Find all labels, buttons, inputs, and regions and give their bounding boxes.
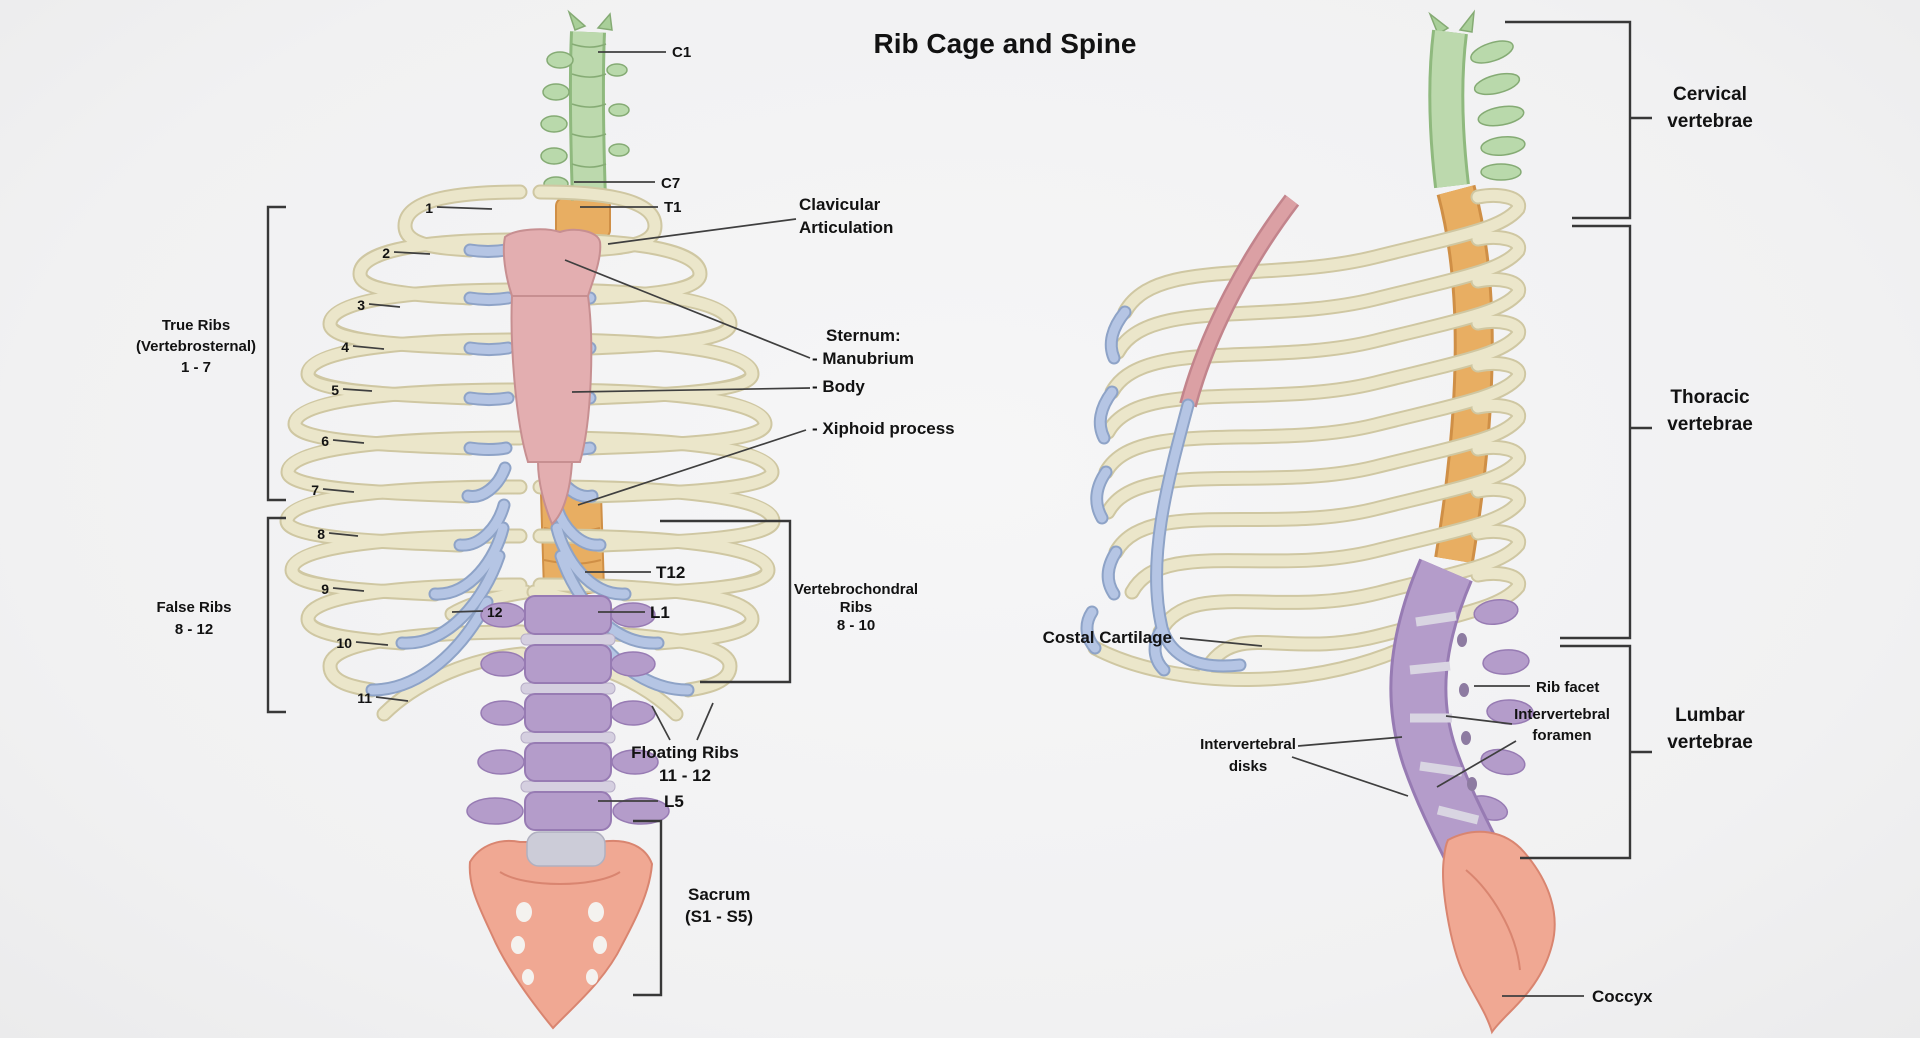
label-sacrum-2: (S1 - S5) (685, 907, 753, 926)
label-clavicular-articulation-2: Articulation (799, 218, 893, 237)
label-floating-ribs: Floating Ribs (631, 743, 739, 762)
sacrum-coccyx-lateral (1442, 830, 1556, 1035)
label-cervical-vertebrae-2: vertebrae (1667, 111, 1753, 132)
label-intervertebral-disks: Intervertebral (1200, 736, 1296, 753)
sacrum-bracket (633, 819, 663, 997)
label-rib-12: 12 (487, 604, 503, 620)
rib-number-9: 9 (321, 581, 329, 597)
label-t1: T1 (664, 199, 682, 216)
label-l1: L1 (650, 603, 670, 622)
label-body: - Body (812, 377, 865, 396)
label-vertebrochondral-ribs: Vertebrochondral (794, 581, 918, 598)
label-c1: C1 (672, 44, 691, 61)
rib-number-6: 6 (321, 433, 329, 449)
label-t12: T12 (656, 563, 685, 582)
label-floating-ribs-2: 11 - 12 (659, 766, 711, 785)
lateral-view-figure (1087, 9, 1556, 1035)
lumbar-vertebrae-anterior (466, 595, 670, 867)
label-true-ribs: True Ribs (162, 317, 230, 334)
page-title: Rib Cage and Spine (874, 28, 1137, 59)
label-thoracic-vertebrae-2: vertebrae (1667, 414, 1753, 435)
rib-number-1: 1 (425, 200, 433, 216)
label-intervertebral-foramen-2: foramen (1532, 727, 1591, 744)
label-sacrum: Sacrum (688, 885, 750, 904)
cervical-bracket (1505, 20, 1632, 220)
rib-number-7: 7 (311, 482, 319, 498)
vertebrochondral-ribs-bracket (660, 519, 792, 684)
rib-number-4: 4 (341, 339, 349, 355)
label-l5: L5 (664, 792, 684, 811)
thoracic-bracket (1560, 224, 1632, 640)
sternum-body (510, 295, 593, 463)
label-thoracic-vertebrae: Thoracic (1670, 387, 1750, 408)
lumbar-bracket (1520, 644, 1632, 860)
true-ribs-bracket (266, 205, 286, 502)
lumbar-vertebrae-lateral (1389, 558, 1534, 859)
label-sternum-heading: Sternum: (826, 326, 901, 345)
label-clavicular-articulation: Clavicular (799, 195, 881, 214)
label-xiphoid-process: - Xiphoid process (812, 419, 955, 438)
intervertebral-foramen-shape (1459, 683, 1469, 697)
sternum (502, 228, 602, 526)
cervical-vertebrae-anterior (540, 9, 630, 201)
label-rib-facet: Rib facet (1536, 679, 1599, 696)
intervertebral-foramen-shape (1467, 777, 1477, 791)
label-lumbar-vertebrae: Lumbar (1675, 705, 1745, 726)
false-ribs-bracket (266, 516, 286, 714)
sternum-manubrium (502, 228, 602, 297)
cervical-vertebrae-lateral (1428, 9, 1526, 189)
rib-number-3: 3 (357, 297, 365, 313)
rib-number-5: 5 (331, 382, 339, 398)
intervertebral-foramen-shape (1461, 731, 1471, 745)
rib-number-10: 10 (336, 635, 352, 651)
sacrum-crest-line (1465, 869, 1521, 971)
rib-number-2: 2 (382, 245, 390, 261)
label-cervical-vertebrae: Cervical (1673, 84, 1747, 105)
intervertebral-foramen-shape (1457, 633, 1467, 647)
label-lumbar-vertebrae-2: vertebrae (1667, 732, 1753, 753)
label-coccyx: Coccyx (1592, 987, 1653, 1006)
label-false-ribs-2: 8 - 12 (175, 621, 213, 638)
label-manubrium: - Manubrium (812, 349, 914, 368)
label-costal-cartilage: Costal Cartilage (1043, 628, 1172, 647)
thoracic-vertebrae-lateral (1434, 184, 1494, 564)
rib-number-8: 8 (317, 526, 325, 542)
rib-number-11: 11 (357, 690, 372, 706)
label-c7: C7 (661, 175, 680, 192)
sternum-lateral-fill (1181, 196, 1298, 407)
label-true-ribs-2: (Vertebrosternal) (136, 338, 256, 355)
sacrum-anterior (468, 839, 654, 1030)
anterior-view-figure (287, 9, 773, 1030)
label-intervertebral-foramen: Intervertebral (1514, 706, 1610, 723)
leader-lines (322, 51, 1584, 997)
sternum-xiphoid-process (536, 461, 574, 526)
label-true-ribs-3: 1 - 7 (181, 359, 211, 376)
label-false-ribs: False Ribs (156, 599, 231, 616)
label-vertebrochondral-ribs-3: 8 - 10 (837, 617, 875, 634)
label-intervertebral-disks-2: disks (1229, 758, 1267, 775)
brackets (266, 20, 1652, 997)
label-vertebrochondral-ribs-2: Ribs (840, 599, 873, 616)
